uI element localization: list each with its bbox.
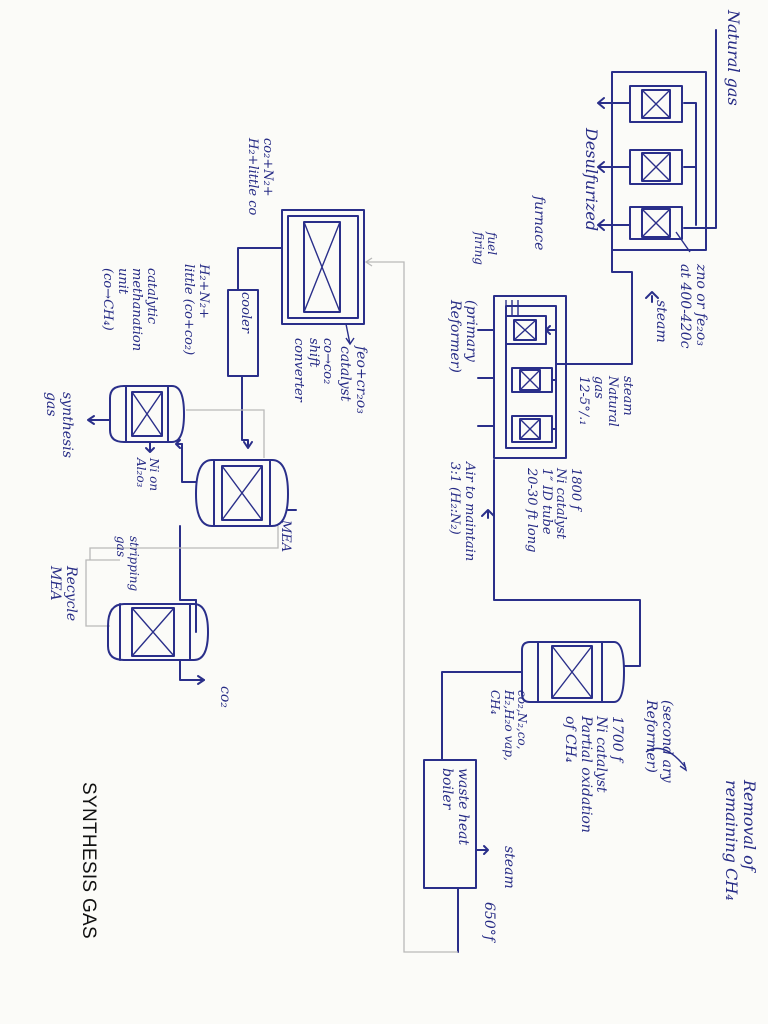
reformer-tube-1 (505, 315, 547, 345)
cooler (227, 289, 259, 449)
mea-absorber (179, 443, 297, 601)
stripper-recycle-line (85, 559, 120, 627)
label-steam-natural-gas: steam Natural gas 12-5°/.₁ (576, 376, 635, 427)
label-stripping-gas: stripping gas (113, 536, 141, 592)
removal-pointer (645, 747, 688, 772)
label-ni-catalyst-methanation: Ni on Al₂o₃ (133, 458, 161, 492)
natural-gas-feed-line (683, 29, 717, 229)
label-air-ratio: Air to maintain 3:1 (H₂:N₂) (447, 462, 477, 562)
mea-recycle-line (89, 526, 279, 560)
label-secondary-outlet-gas: co₂,N₂,co, H₂,H₂o vap, CH₄ (488, 690, 529, 761)
primary-reformer-furnace (477, 295, 641, 667)
label-natural-gas: Natural gas (724, 10, 743, 106)
desulfurizer-internal-pipe (683, 102, 697, 226)
desulfurizer-outlet-arrows (597, 97, 631, 231)
label-temp-650: 650°f (481, 902, 497, 941)
label-methanation-unit: catalytic methanation unit (co→CH₄) (100, 268, 159, 352)
label-partial-oxidation: 1700 f Ni catalyst Partial oxidation of … (561, 716, 625, 833)
label-steam-in: steam (653, 300, 669, 343)
mea-stripper (107, 599, 209, 685)
label-primary-reformer: (primary Reformer) (447, 300, 479, 373)
co2-arrow (197, 675, 205, 685)
fuel-firing-arrows (477, 329, 495, 427)
reformer-feed-arrows (545, 325, 557, 430)
label-feo-catalyst: feo+cr₂o₃ catalyst (337, 346, 369, 414)
label-furnace: furnace (531, 196, 547, 251)
fuel-firing-ticks (505, 300, 519, 316)
methanation-product-arrow (87, 415, 111, 425)
air-inlet-arrow (481, 509, 495, 519)
label-zno-catalyst: zno or fe₂o₃ at 400-420c (677, 264, 709, 349)
shift-converter (237, 209, 365, 346)
label-shift-converter: shift converter (291, 338, 321, 402)
desulfurizer-bed-3 (629, 206, 683, 240)
reformer-tube-2 (511, 367, 553, 393)
absorber-rich-mea-outlet (179, 525, 197, 601)
shift-catalyst-pointer (345, 323, 355, 346)
desulfurizer-unit (555, 71, 707, 365)
methanation-unit (87, 385, 185, 453)
label-mea: MEA (278, 520, 293, 553)
return-line-to-shift-converter (364, 257, 458, 953)
label-cooler-outlet: H₂+N₂+ little (co+co₂) (181, 264, 211, 356)
zno-pointer (675, 231, 691, 253)
label-synthesis-gas-product: synthesis gas (43, 392, 75, 458)
desulfurizer-bed-2 (629, 149, 683, 185)
label-desulfurized: Desulfurized (582, 128, 601, 232)
steam-inlet-arrow (645, 291, 659, 303)
reformer-tube-3 (511, 415, 553, 443)
label-fuel-firing: fuel firing (471, 232, 499, 265)
diagram-title: SYNTHESIS GAS (78, 782, 99, 939)
label-cooler: cooler (238, 292, 253, 333)
label-shift-converter-outlet: co₂+N₂+ H₂+little co (245, 138, 275, 216)
label-removal-ch4: Removal of remaining CH₄ (722, 780, 759, 901)
cooler-outlet-line (241, 375, 253, 449)
label-secondary-reformer: (second ary Reformer) (643, 700, 675, 783)
boiler-steam-arrow (475, 845, 489, 855)
label-recycle-mea: Recycle MEA (47, 566, 79, 622)
waste-heat-boiler (423, 759, 489, 953)
label-ni-catalyst-tube: 1800 f Ni catalyst 1″ ID tube 20-30 ft l… (524, 468, 583, 553)
desulfurizer-outlet-line (555, 249, 633, 365)
reformer-outlet-line (493, 459, 641, 667)
shift-outlet-line (237, 247, 283, 291)
methanation-inlet-arrow (175, 439, 183, 449)
desulfurizer-bed-1 (629, 85, 683, 123)
label-co2-out: co₂ (217, 686, 233, 708)
label-waste-heat-boiler: waste heat boiler (439, 768, 471, 846)
label-steam-out: steam (501, 846, 517, 889)
stripper-co2-outlet (179, 659, 205, 681)
methanation-catalyst-arrow (145, 441, 155, 453)
label-co-to-co2: co→co₂ (320, 338, 335, 385)
absorber-side-line (186, 409, 265, 458)
absorber-gas-outlet (181, 443, 197, 483)
